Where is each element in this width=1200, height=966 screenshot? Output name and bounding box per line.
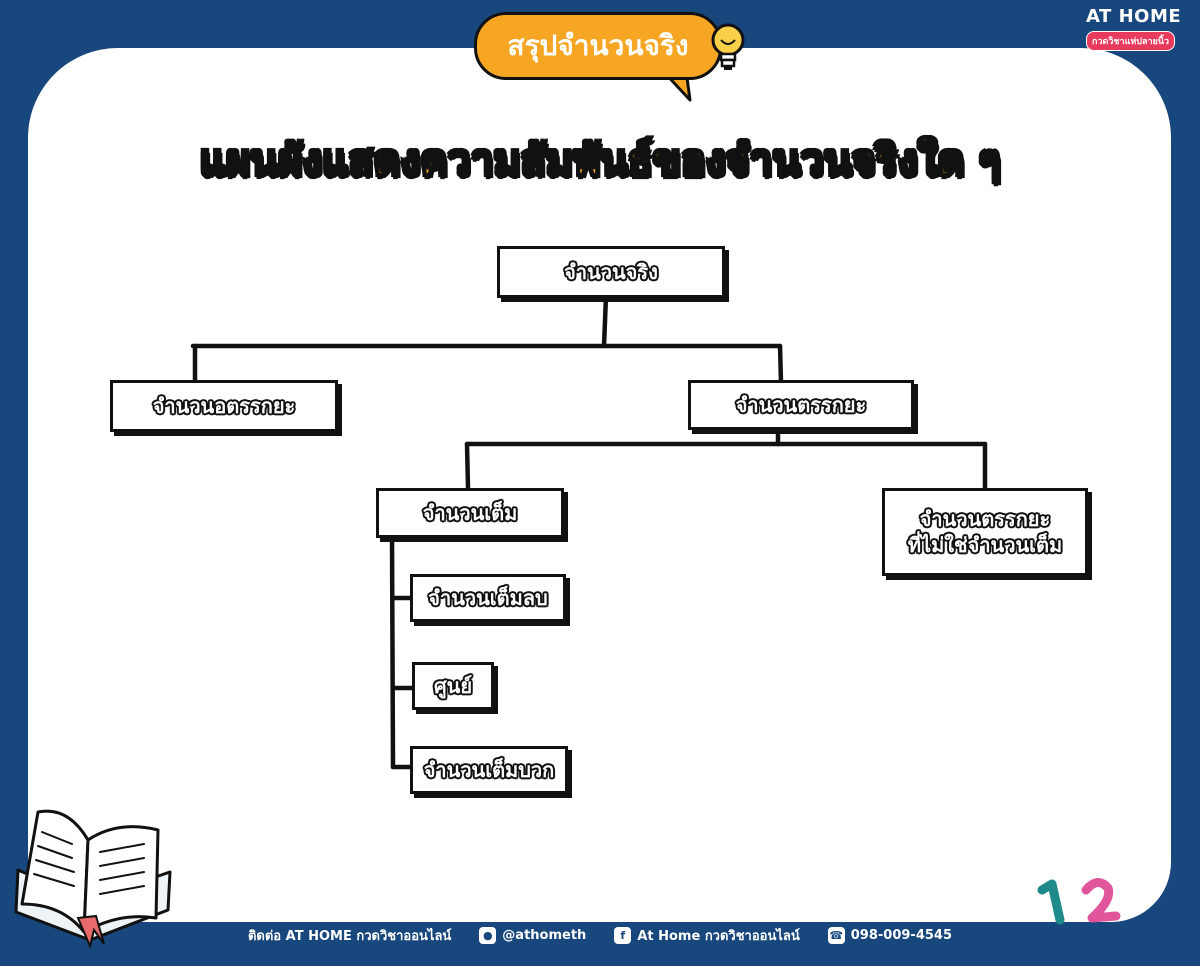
node-zero: ศูนย์ <box>412 662 494 710</box>
footer-contact-text: ติดต่อ AT HOME กวดวิชาออนไลน์ <box>247 928 452 944</box>
footer-facebook-name: At Home กวดวิชาออนไลน์ <box>637 928 800 944</box>
summary-badge-text: สรุปจำนวนจริง <box>507 29 689 62</box>
line-icon: ● <box>479 926 497 944</box>
footer-phone[interactable]: ☎ 098-009-4545 <box>827 926 952 944</box>
brand-tagline: กวดวิชาแห่ปลายนิ้ว <box>1086 31 1176 51</box>
brand-logo: AT HOME กวดวิชาแห่ปลายนิ้ว <box>1086 6 1190 51</box>
node-integers-label: จำนวนเต็ม <box>422 501 518 525</box>
node-irrational-numbers: จำนวนอตรรกยะ <box>110 380 338 432</box>
footer-facebook[interactable]: f At Home กวดวิชาออนไลน์ <box>614 925 800 946</box>
node-non-integer-rationals-line1: จำนวนตรรกยะ <box>919 507 1051 531</box>
connector-to-integers <box>464 441 471 491</box>
connector-root-down <box>601 293 609 349</box>
footer-line-id: @athometh <box>502 927 587 943</box>
footer-line[interactable]: ● @athometh <box>479 926 587 944</box>
node-integers: จำนวนเต็ม <box>376 488 564 538</box>
brand-name: AT HOME <box>1086 6 1182 27</box>
light-bulb-icon <box>711 23 745 70</box>
phone-icon: ☎ <box>827 926 845 944</box>
node-rational-numbers-label: จำนวนตรรกยะ <box>735 393 867 417</box>
open-book-icon <box>14 809 172 950</box>
node-irrational-numbers-label: จำนวนอตรรกยะ <box>152 394 296 418</box>
node-real-numbers-label: จำนวนจริง <box>564 260 658 284</box>
footer-phone-number: 098-009-4545 <box>850 927 952 943</box>
node-positive-integers: จำนวนเต็มบวก <box>410 746 568 794</box>
node-negative-integers: จำนวนเต็มลบ <box>410 574 566 622</box>
node-negative-integers-label: จำนวนเต็มลบ <box>428 586 548 610</box>
node-non-integer-rationals-line2: ที่ไม่ใช่จำนวนเต็ม <box>907 533 1063 557</box>
node-zero-label: ศูนย์ <box>433 674 473 698</box>
connector-integer-spine <box>389 533 396 770</box>
node-real-numbers: จำนวนจริง <box>497 246 725 298</box>
node-rational-numbers: จำนวนตรรกยะ <box>688 380 914 430</box>
decorative-numbers <box>1037 878 1152 925</box>
connector-to-rational <box>777 343 784 385</box>
node-positive-integers-label: จำนวนเต็มบวก <box>423 758 555 782</box>
facebook-icon: f <box>614 926 632 944</box>
content-card <box>28 48 1171 922</box>
footer-contact-bar: ติดต่อ AT HOME กวดวิชาออนไลน์ ● @athomet… <box>0 924 1200 946</box>
page-title: แผนผังแสดงความสัมพันธ์ของจำนวนจริงใด ๆ <box>198 135 1001 185</box>
node-non-integer-rationals: จำนวนตรรกยะ ที่ไม่ใช่จำนวนเต็ม <box>882 488 1088 576</box>
summary-badge: สรุปจำนวนจริง <box>474 12 722 80</box>
